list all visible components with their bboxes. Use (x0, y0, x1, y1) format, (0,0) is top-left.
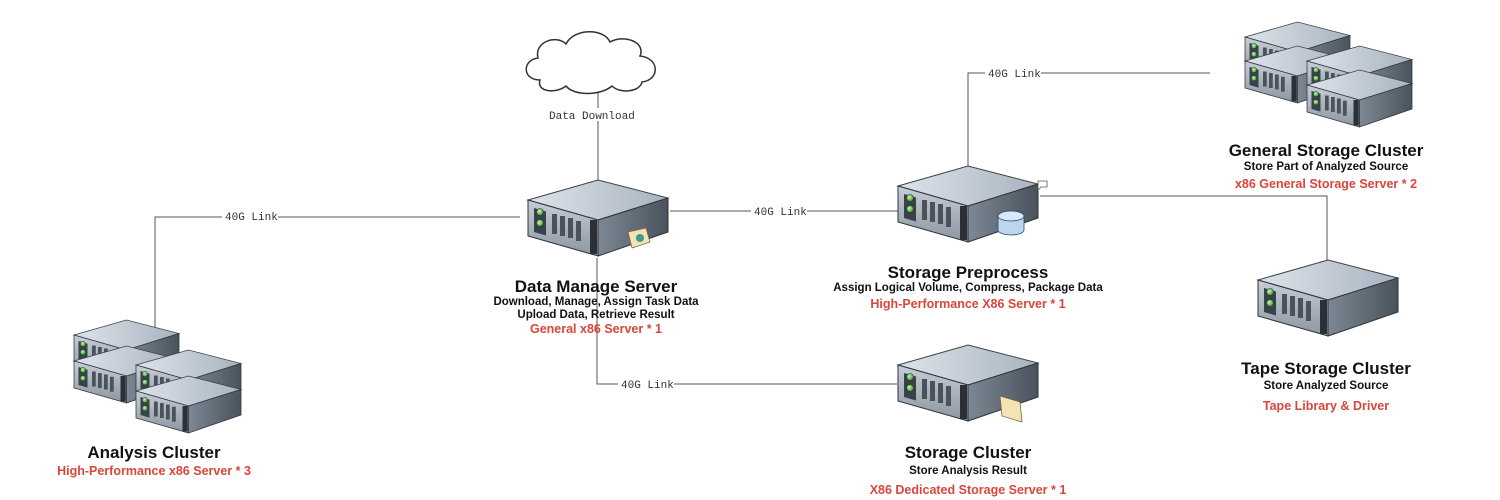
link-tape-storage (1040, 195, 1328, 262)
link-label-preprocess: 40G Link (754, 207, 807, 219)
tape-storage-server-icon (1257, 259, 1399, 337)
analysis-cluster-icon (73, 319, 242, 434)
data-manage-desc-1: Download, Manage, Assign Task Data (493, 296, 699, 308)
general-storage-desc: Store Part of Analyzed Source (1243, 161, 1409, 173)
general-storage-spec: x86 General Storage Server * 2 (1234, 177, 1418, 191)
tape-storage-title: Tape Storage Cluster (1241, 359, 1411, 378)
tape-storage-desc: Store Analyzed Source (1263, 380, 1389, 392)
storage-preprocess-spec: High-Performance X86 Server * 1 (870, 297, 1066, 311)
storage-cluster-spec: X86 Dedicated Storage Server * 1 (869, 483, 1067, 497)
storage-cluster-server-icon (897, 344, 1039, 423)
storage-preprocess-title: Storage Preprocess (887, 263, 1049, 282)
tape-storage-spec: Tape Library & Driver (1262, 399, 1390, 413)
storage-cluster-title: Storage Cluster (904, 443, 1032, 462)
link-label-analysis: 40G Link (225, 212, 278, 224)
data-manage-title: Data Manage Server (514, 277, 678, 296)
link-analysis (154, 216, 520, 330)
link-general-storage (967, 72, 1210, 170)
link-storage-cluster (596, 258, 897, 385)
analysis-cluster-spec: High-Performance x86 Server * 3 (57, 464, 251, 478)
cloud-label: Data Download (549, 111, 635, 123)
general-storage-title: General Storage Cluster (1228, 141, 1424, 160)
data-manage-desc-2: Upload Data, Retrieve Result (517, 309, 675, 321)
link-label-general-storage: 40G Link (988, 69, 1041, 81)
storage-preprocess-server-icon (897, 165, 1048, 243)
storage-preprocess-desc: Assign Logical Volume, Compress, Package… (833, 282, 1103, 294)
general-storage-cluster-icon (1244, 21, 1413, 128)
link-label-storage-cluster: 40G Link (621, 380, 674, 392)
connection-lines (154, 72, 1328, 385)
link-labels: 40G Link 40G Link 40G Link 40G Link Data… (222, 67, 1041, 392)
analysis-cluster-title: Analysis Cluster (87, 443, 221, 462)
data-manage-server-icon (527, 179, 669, 257)
storage-cluster-desc: Store Analysis Result (909, 465, 1027, 477)
data-manage-spec: General x86 Server * 1 (529, 322, 663, 336)
cloud-icon (525, 31, 656, 95)
